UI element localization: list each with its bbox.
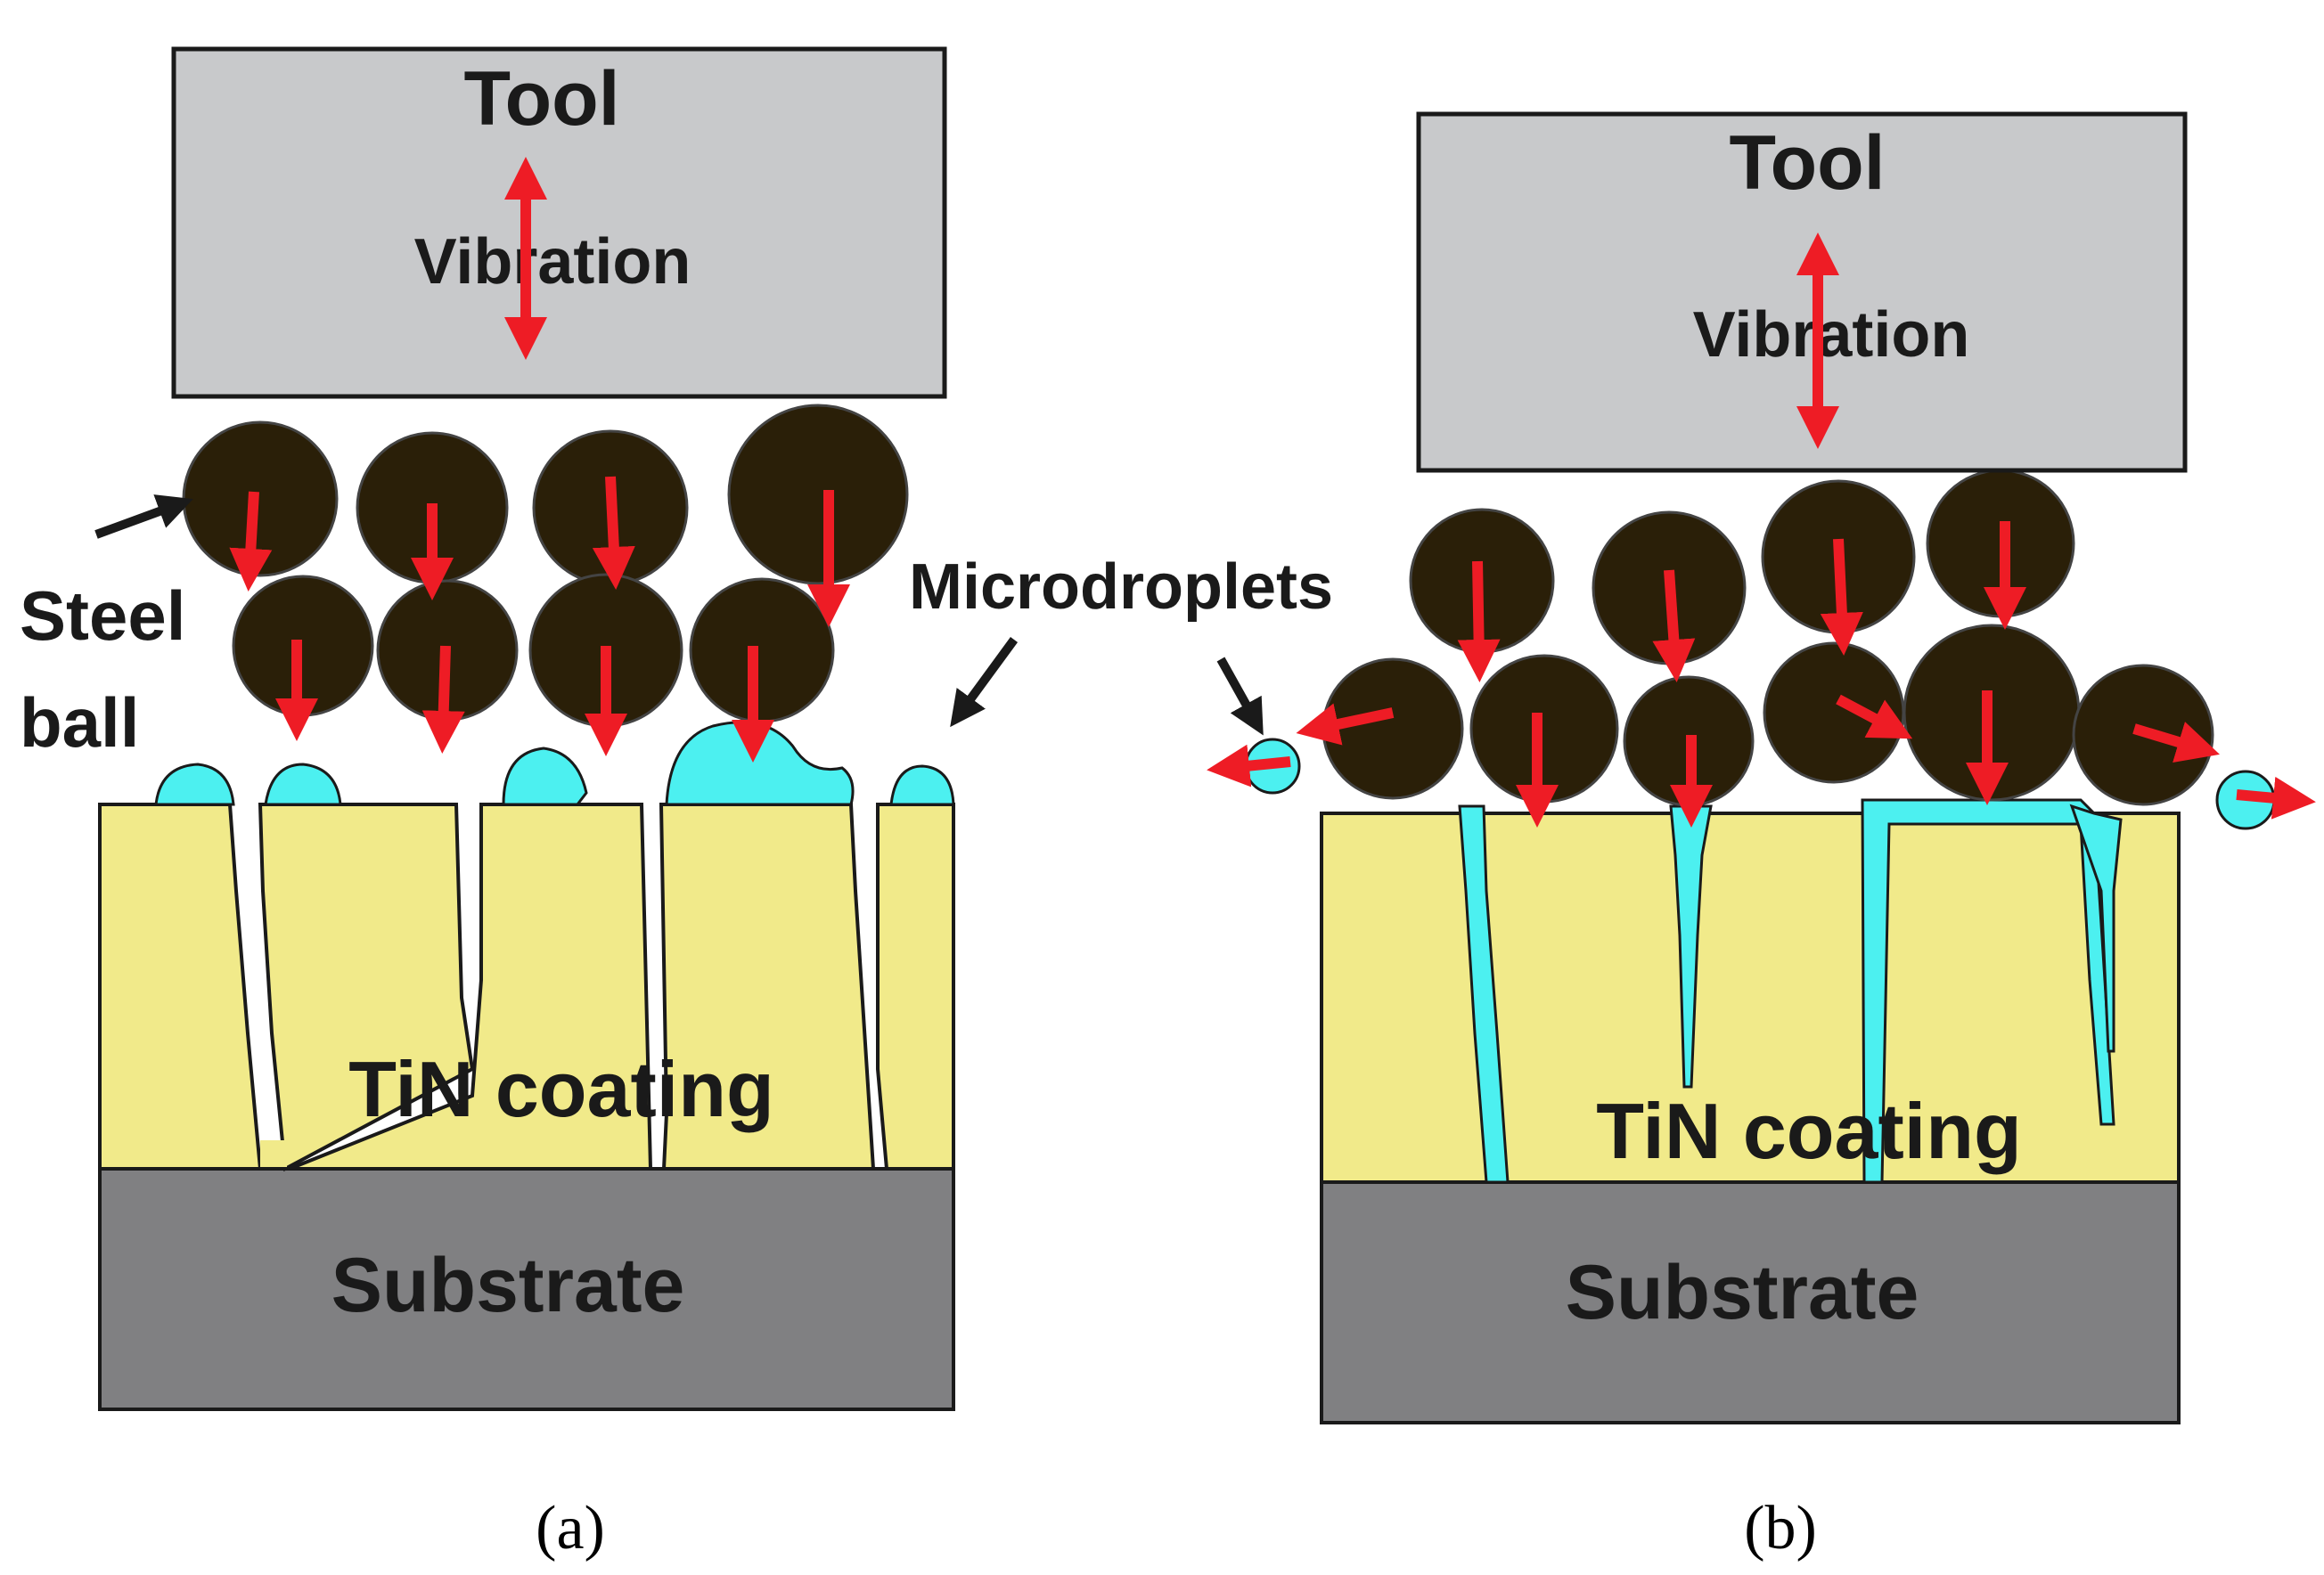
panel-a: Substrate TiN coating [20, 46, 1333, 1563]
microdroplet-pointer-a [950, 637, 1019, 728]
coating-label-a: TiN coating [348, 1045, 774, 1133]
droplet-motion-arrow-b2 [2236, 776, 2316, 820]
force-arrow-b8 [1836, 694, 1913, 739]
steel-ball-a4 [727, 404, 909, 585]
droplet-motion-arrow-b1 [1207, 744, 1291, 788]
substrate-label-a: Substrate [331, 1243, 685, 1328]
steel-ball-a1 [182, 420, 339, 577]
force-arrows-b [1207, 521, 2316, 828]
coating-label-b: TiN coating [1596, 1087, 2022, 1175]
tin-coating-a [98, 803, 955, 1172]
vibration-label-a: Vibration [414, 226, 691, 298]
coating-column-a5 [876, 803, 955, 1171]
substrate-block-a [98, 1167, 955, 1411]
filled-crack-b4 [2069, 804, 2123, 1053]
filled-crack-b1 [1458, 804, 1510, 1184]
tool-label-a: Tool [463, 56, 619, 142]
panel-b: Substrate TiN coating [1207, 111, 2316, 1563]
tool-label-b: Tool [1729, 120, 1885, 206]
droplet-a5 [889, 764, 955, 806]
steel-ball-a8 [689, 577, 835, 723]
steel-ball-label-a-line1: Steel [20, 576, 185, 655]
droplet-a2 [264, 763, 342, 806]
force-arrow-b2 [1652, 569, 1696, 682]
microdroplet-pointer-b [1216, 657, 1264, 736]
steel-ball-b5 [1322, 657, 1464, 800]
droplet-a4 [665, 721, 855, 806]
steel-ball-b8 [1763, 641, 1905, 784]
coating-column-a2 [258, 803, 475, 1172]
force-arrow-b10 [2132, 722, 2220, 763]
steel-ball-a5 [232, 575, 374, 717]
coating-gap-a [260, 1140, 287, 1167]
steel-ball-label-a-line2: ball [20, 683, 139, 762]
force-arrow-a1 [229, 491, 273, 592]
droplet-a1 [154, 763, 235, 806]
microdroplets-a [154, 721, 955, 806]
substrate-block-b [1320, 1180, 2181, 1424]
steel-balls-b [1322, 469, 2214, 807]
caption-b: (b) [1744, 1494, 1817, 1563]
droplet-a3 [502, 747, 588, 806]
force-arrow-a3 [592, 476, 635, 590]
force-arrow-a6 [421, 645, 465, 754]
microdroplets-label-a: Microdroplets [909, 551, 1333, 623]
force-arrow-b3 [1820, 538, 1863, 656]
force-arrows-a [229, 476, 850, 763]
vibration-label-b: Vibration [1693, 299, 1970, 371]
substrate-label-b: Substrate [1566, 1250, 1919, 1335]
steel-ball-pointer-a [94, 494, 193, 539]
caption-a: (a) [536, 1494, 605, 1563]
steel-ball-b6 [1469, 654, 1619, 804]
force-arrow-b5 [1296, 703, 1395, 746]
filled-cracks-b [1458, 798, 2123, 1184]
force-arrow-b1 [1457, 560, 1501, 682]
coating-column-a1 [98, 803, 263, 1171]
tool-block-a [171, 46, 947, 399]
coating-column-a3 [289, 803, 653, 1171]
